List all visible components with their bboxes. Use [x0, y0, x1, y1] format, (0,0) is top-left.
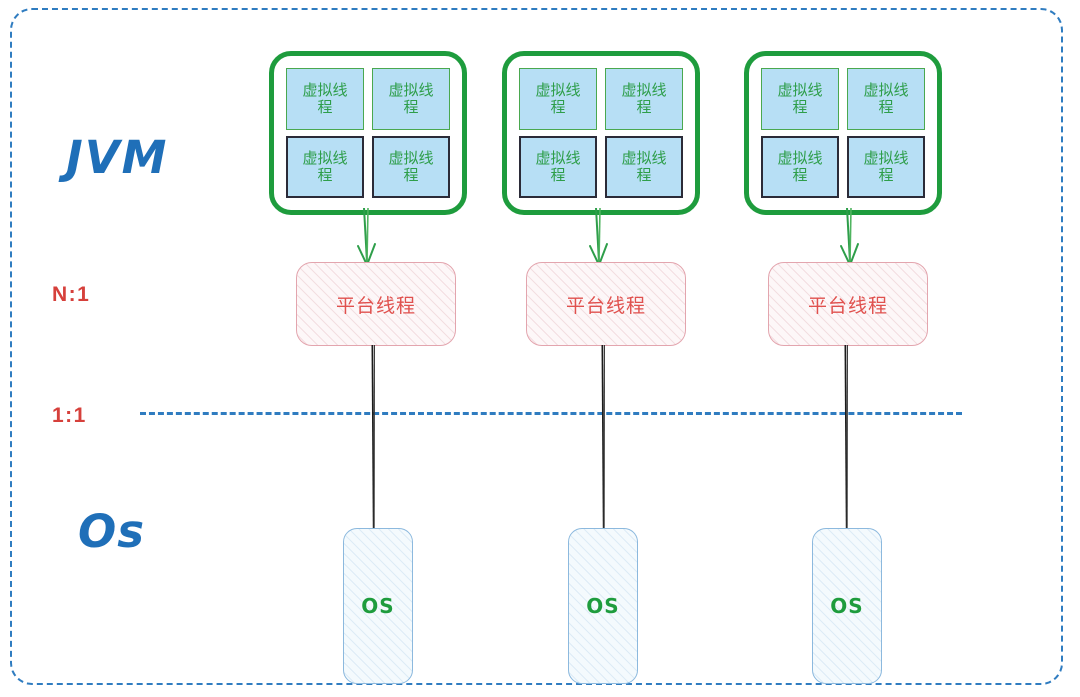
virtual-thread-label: 虚拟线程 — [777, 81, 823, 116]
virtual-thread-group-1: 虚拟线程 虚拟线程 虚拟线程 虚拟线程 — [269, 51, 467, 215]
platform-thread-label: 平台线程 — [565, 294, 646, 317]
jvm-layer-label: JVM — [66, 131, 169, 184]
virtual-thread-box: 虚拟线程 — [761, 136, 839, 198]
virtual-thread-box: 虚拟线程 — [286, 136, 364, 198]
os-thread-box-2: OS — [568, 528, 638, 684]
virtual-thread-box: 虚拟线程 — [847, 68, 925, 130]
platform-thread-box-3: 平台线程 — [768, 262, 928, 346]
os-thread-label: OS — [586, 594, 620, 618]
virtual-thread-box: 虚拟线程 — [605, 68, 683, 130]
mount-arrow-icon-3 — [840, 208, 859, 268]
platform-thread-label: 平台线程 — [807, 294, 888, 317]
virtual-thread-box: 虚拟线程 — [605, 136, 683, 198]
platform-to-os-connector-3 — [844, 345, 848, 530]
platform-thread-label: 平台线程 — [335, 294, 416, 317]
virtual-thread-label: 虚拟线程 — [777, 149, 823, 184]
virtual-thread-group-3: 虚拟线程 虚拟线程 虚拟线程 虚拟线程 — [744, 51, 942, 215]
platform-to-os-connector-1 — [371, 345, 375, 530]
virtual-thread-label: 虚拟线程 — [535, 81, 581, 116]
platform-thread-box-1: 平台线程 — [296, 262, 456, 346]
os-thread-label: OS — [830, 594, 864, 618]
mount-arrow-icon-1 — [357, 208, 376, 268]
virtual-thread-box: 虚拟线程 — [286, 68, 364, 130]
layer-separator-dashed-line — [140, 412, 962, 415]
virtual-thread-grid: 虚拟线程 虚拟线程 虚拟线程 虚拟线程 — [286, 68, 450, 198]
virtual-thread-box: 虚拟线程 — [847, 136, 925, 198]
virtual-thread-label: 虚拟线程 — [302, 149, 348, 184]
mount-arrow-icon-2 — [589, 208, 608, 268]
virtual-thread-label: 虚拟线程 — [388, 81, 434, 116]
os-thread-box-1: OS — [343, 528, 413, 684]
os-thread-box-3: OS — [812, 528, 882, 684]
virtual-thread-grid: 虚拟线程 虚拟线程 虚拟线程 虚拟线程 — [519, 68, 683, 198]
virtual-thread-box: 虚拟线程 — [372, 68, 450, 130]
virtual-thread-box: 虚拟线程 — [761, 68, 839, 130]
virtual-thread-box: 虚拟线程 — [519, 136, 597, 198]
os-thread-label: OS — [361, 594, 395, 618]
virtual-thread-label: 虚拟线程 — [388, 149, 434, 184]
ratio-label-1-to-1: 1:1 — [52, 404, 87, 427]
virtual-thread-box: 虚拟线程 — [372, 136, 450, 198]
virtual-thread-label: 虚拟线程 — [302, 81, 348, 116]
virtual-thread-group-2: 虚拟线程 虚拟线程 虚拟线程 虚拟线程 — [502, 51, 700, 215]
virtual-thread-box: 虚拟线程 — [519, 68, 597, 130]
os-layer-label: Os — [78, 505, 146, 558]
platform-to-os-connector-2 — [601, 345, 605, 530]
ratio-label-n-to-1: N:1 — [52, 283, 91, 306]
jvm-os-boundary-frame — [10, 8, 1063, 685]
virtual-thread-label: 虚拟线程 — [863, 149, 909, 184]
virtual-thread-label: 虚拟线程 — [535, 149, 581, 184]
virtual-thread-label: 虚拟线程 — [863, 81, 909, 116]
virtual-thread-label: 虚拟线程 — [621, 149, 667, 184]
virtual-thread-grid: 虚拟线程 虚拟线程 虚拟线程 虚拟线程 — [761, 68, 925, 198]
virtual-thread-label: 虚拟线程 — [621, 81, 667, 116]
platform-thread-box-2: 平台线程 — [526, 262, 686, 346]
